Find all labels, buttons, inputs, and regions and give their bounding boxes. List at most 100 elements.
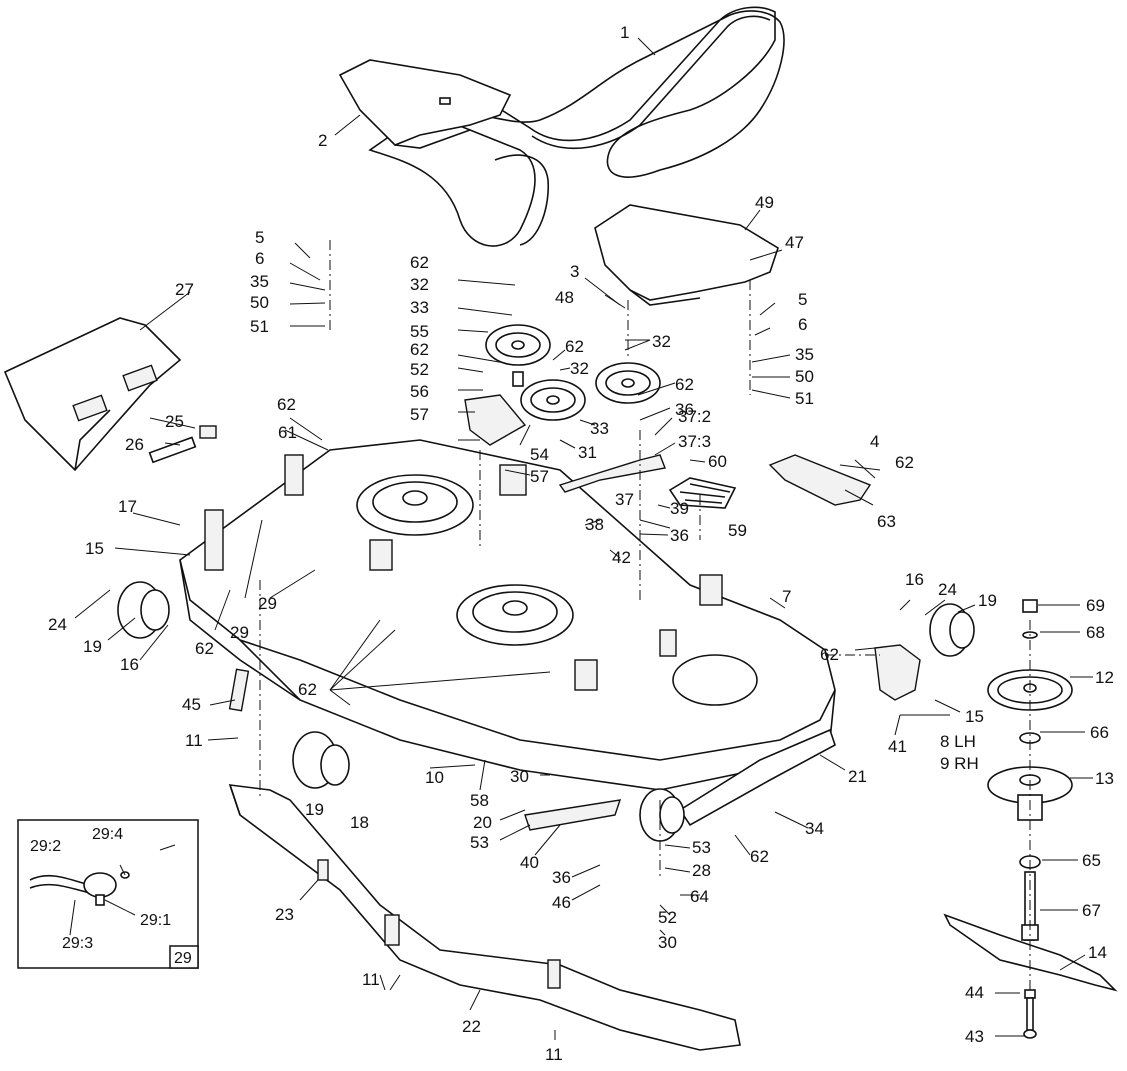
callout-19-right: 19 xyxy=(978,591,997,610)
spring-25 xyxy=(199,425,217,439)
callout-36-mid: 36 xyxy=(670,526,689,545)
callout-25: 25 xyxy=(165,412,184,431)
callout-30-center: 30 xyxy=(510,767,529,786)
callout-28: 28 xyxy=(692,861,711,880)
deck-pulley-center xyxy=(456,584,574,646)
callout-42: 42 xyxy=(612,548,631,567)
callout-50-right: 50 xyxy=(795,367,814,386)
callout-62-arm: 62 xyxy=(675,375,694,394)
gauge-wheel-right xyxy=(929,603,975,657)
callout-62-left-top: 62 xyxy=(277,395,296,414)
callout-13: 13 xyxy=(1095,769,1114,788)
bracket-45 xyxy=(228,668,250,712)
callout-5-right: 5 xyxy=(798,290,807,309)
blade-bolt xyxy=(1023,989,1037,1039)
deck-housing xyxy=(179,439,836,791)
belt-cover-right xyxy=(594,204,779,306)
callout-56: 56 xyxy=(410,382,429,401)
callout-35-left: 35 xyxy=(250,272,269,291)
inset-tag-29: 29 xyxy=(174,950,192,967)
callout-51-right: 51 xyxy=(795,389,814,408)
bracket-right xyxy=(768,454,872,506)
callout-16-left: 16 xyxy=(120,655,139,674)
callout-11-front: 11 xyxy=(545,1045,563,1064)
callout-31: 31 xyxy=(578,443,597,462)
inset-detail-29 xyxy=(17,819,199,969)
idler-pulley-3 xyxy=(595,362,661,404)
callout-35-right: 35 xyxy=(795,345,814,364)
callout-46: 46 xyxy=(552,893,571,912)
callout-57-left: 57 xyxy=(410,405,429,424)
callout-48: 48 xyxy=(555,288,574,307)
callout-37-2: 37:2 xyxy=(678,407,711,426)
callout-9: 9 RH xyxy=(940,754,979,773)
callout-30-bottom: 30 xyxy=(658,933,677,952)
front-baffle xyxy=(228,784,741,1051)
callout-62-deck: 62 xyxy=(298,680,317,699)
callout-17: 17 xyxy=(118,497,137,516)
callout-50-left: 50 xyxy=(250,293,269,312)
callout-67: 67 xyxy=(1082,901,1101,920)
callout-12: 12 xyxy=(1095,668,1114,687)
deck-pulley-left xyxy=(356,474,474,536)
callout-33-center: 33 xyxy=(590,419,609,438)
callout-52-top: 52 xyxy=(410,360,429,379)
callout-11-left: 11 xyxy=(185,731,203,750)
callout-53-right: 53 xyxy=(692,838,711,857)
callout-27: 27 xyxy=(175,280,194,299)
arm-40 xyxy=(524,799,622,831)
side-skirt-right xyxy=(678,728,836,827)
callout-20: 20 xyxy=(473,813,492,832)
callout-39: 39 xyxy=(670,499,689,518)
callout-53-center: 53 xyxy=(470,833,489,852)
callout-66: 66 xyxy=(1090,723,1109,742)
callout-45: 45 xyxy=(182,695,201,714)
callout-1: 1 xyxy=(620,23,629,42)
callout-3: 3 xyxy=(570,262,579,281)
callout-43: 43 xyxy=(965,1027,984,1046)
callout-36-bottom: 36 xyxy=(552,868,571,887)
callout-15-right: 15 xyxy=(965,707,984,726)
callout-62-left-wheel: 62 xyxy=(195,639,214,658)
inset-label-29-1: 29:1 xyxy=(140,912,171,929)
idler-arm xyxy=(558,454,666,493)
callout-59: 59 xyxy=(728,521,747,540)
callout-69: 69 xyxy=(1086,596,1105,615)
leader-lines xyxy=(69,37,1093,1040)
callout-61: 61 xyxy=(278,423,297,442)
callout-7: 7 xyxy=(782,587,791,606)
callout-18: 18 xyxy=(350,813,369,832)
callout-32-top: 32 xyxy=(410,275,429,294)
callout-19-left: 19 xyxy=(83,637,102,656)
inset-label-29-2: 29:2 xyxy=(30,838,61,855)
gauge-wheel-front-right xyxy=(639,788,685,842)
callout-44: 44 xyxy=(965,983,984,1002)
callout-16-right: 16 xyxy=(905,570,924,589)
callout-62-pulley-top: 62 xyxy=(410,253,429,272)
callout-6-right: 6 xyxy=(798,315,807,334)
spring-plate xyxy=(668,477,737,509)
callout-57-right: 57 xyxy=(530,467,549,486)
callout-11-bottom: 11 xyxy=(362,970,380,989)
callout-62-front-right: 62 xyxy=(750,847,769,866)
inset-label-29-4: 29:4 xyxy=(92,826,123,843)
callout-32-middle: 32 xyxy=(570,359,589,378)
callout-65: 65 xyxy=(1082,851,1101,870)
callout-37: 37 xyxy=(615,490,634,509)
callout-62-idler: 62 xyxy=(565,337,584,356)
deflector-chute xyxy=(3,317,182,472)
callout-22: 22 xyxy=(462,1017,481,1036)
callout-62-bracket: 62 xyxy=(895,453,914,472)
callout-40: 40 xyxy=(520,853,539,872)
callout-62-gauge-right: 62 xyxy=(820,645,839,664)
callout-2: 2 xyxy=(318,131,327,150)
callout-21: 21 xyxy=(848,767,867,786)
belt-cover-left xyxy=(338,59,512,149)
callout-19-front: 19 xyxy=(305,800,324,819)
callout-23: 23 xyxy=(275,905,294,924)
callout-55: 55 xyxy=(410,322,429,341)
gauge-wheel-left xyxy=(117,581,170,639)
callout-24-right: 24 xyxy=(938,580,957,599)
callout-33-left: 33 xyxy=(410,298,429,317)
